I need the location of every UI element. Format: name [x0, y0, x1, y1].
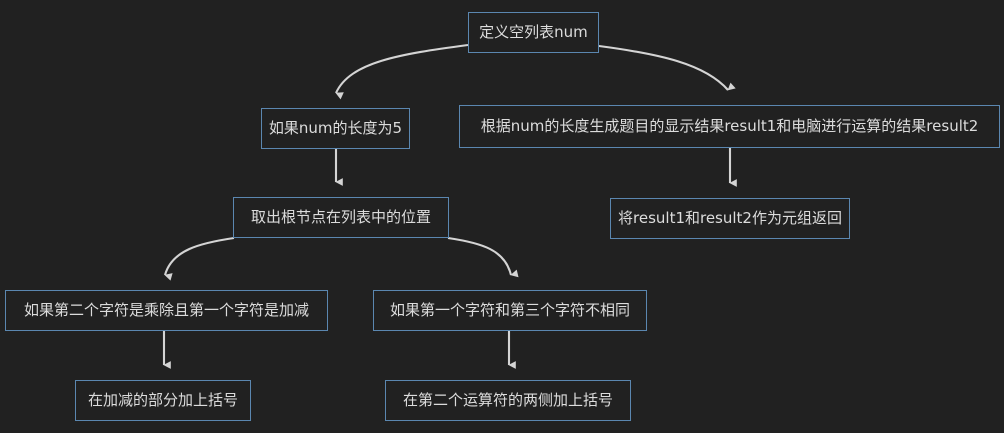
node-define-empty-list[interactable]: 定义空列表num [468, 12, 599, 53]
node-if-second-muldiv-first-addsub[interactable]: 如果第二个字符是乘除且第一个字符是加减 [5, 290, 328, 331]
node-label: 取出根节点在列表中的位置 [250, 208, 431, 226]
edge-root-position-to-cond-left [163, 236, 235, 281]
node-label: 如果第一个字符和第三个字符不相同 [389, 301, 630, 319]
node-get-root-node-position[interactable]: 取出根节点在列表中的位置 [233, 197, 449, 238]
node-add-parens-around-second-op[interactable]: 在第二个运算符的两侧加上括号 [385, 380, 631, 421]
node-label: 在加减的部分加上括号 [87, 391, 238, 409]
edge-root-to-generate [598, 44, 736, 91]
node-label: 定义空列表num [479, 23, 588, 41]
node-label: 将result1和result2作为元组返回 [618, 209, 842, 227]
edge-root-to-if-length [335, 43, 469, 100]
node-if-first-third-differ[interactable]: 如果第一个字符和第三个字符不相同 [373, 290, 647, 331]
node-label: 如果num的长度为5 [268, 119, 403, 137]
node-return-tuple[interactable]: 将result1和result2作为元组返回 [610, 198, 850, 239]
edge-root-position-to-cond-right [447, 236, 519, 278]
node-label: 根据num的长度生成题目的显示结果result1和电脑进行运算的结果result… [480, 117, 979, 135]
node-label: 如果第二个字符是乘除且第一个字符是加减 [23, 301, 309, 319]
node-label: 在第二个运算符的两侧加上括号 [402, 391, 613, 409]
node-if-num-length-5[interactable]: 如果num的长度为5 [261, 108, 410, 149]
node-add-parens-addsub-part[interactable]: 在加减的部分加上括号 [75, 380, 251, 421]
node-generate-result1-result2[interactable]: 根据num的长度生成题目的显示结果result1和电脑进行运算的结果result… [459, 105, 1000, 148]
